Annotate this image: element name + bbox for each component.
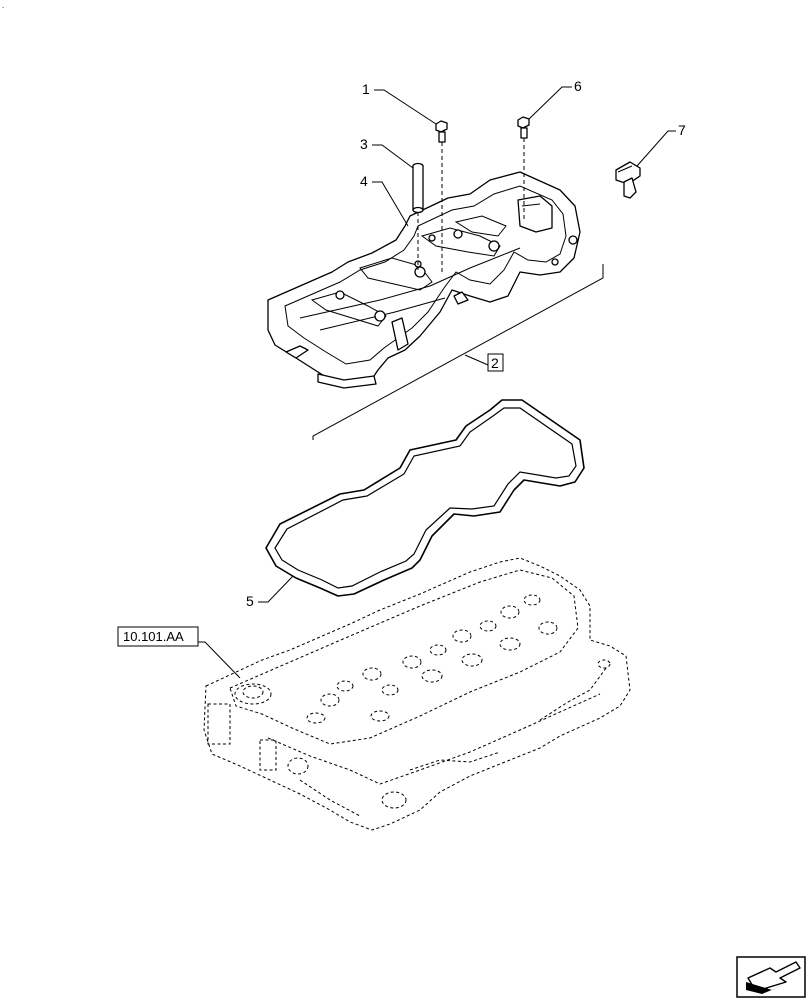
cylinder-head-ghost (203, 557, 631, 831)
rocker-cover (267, 171, 581, 389)
leader-lines (198, 86, 676, 679)
callout-5: 5 (246, 593, 254, 609)
callout-2-box: 2 (487, 353, 504, 372)
reference-label[interactable]: 10.101.AA (123, 629, 184, 644)
corner-dot: . (2, 1, 4, 10)
callout-3: 3 (360, 136, 368, 152)
arrow-navigation-icon[interactable] (736, 956, 806, 998)
tube-sleeve-part (412, 162, 424, 214)
reference-link-10-101-aa[interactable]: 10.101.AA (117, 626, 199, 647)
bolt-part-6 (517, 116, 530, 139)
bolt-part-1 (435, 120, 448, 143)
gasket-part-5 (265, 399, 585, 597)
callout-7: 7 (678, 122, 686, 138)
group-bracket-2 (312, 264, 604, 440)
callout-1: 1 (362, 81, 370, 97)
callout-4: 4 (360, 173, 368, 189)
callout-2: 2 (491, 355, 499, 371)
clip-part-7 (615, 161, 641, 199)
callout-6: 6 (574, 78, 582, 94)
